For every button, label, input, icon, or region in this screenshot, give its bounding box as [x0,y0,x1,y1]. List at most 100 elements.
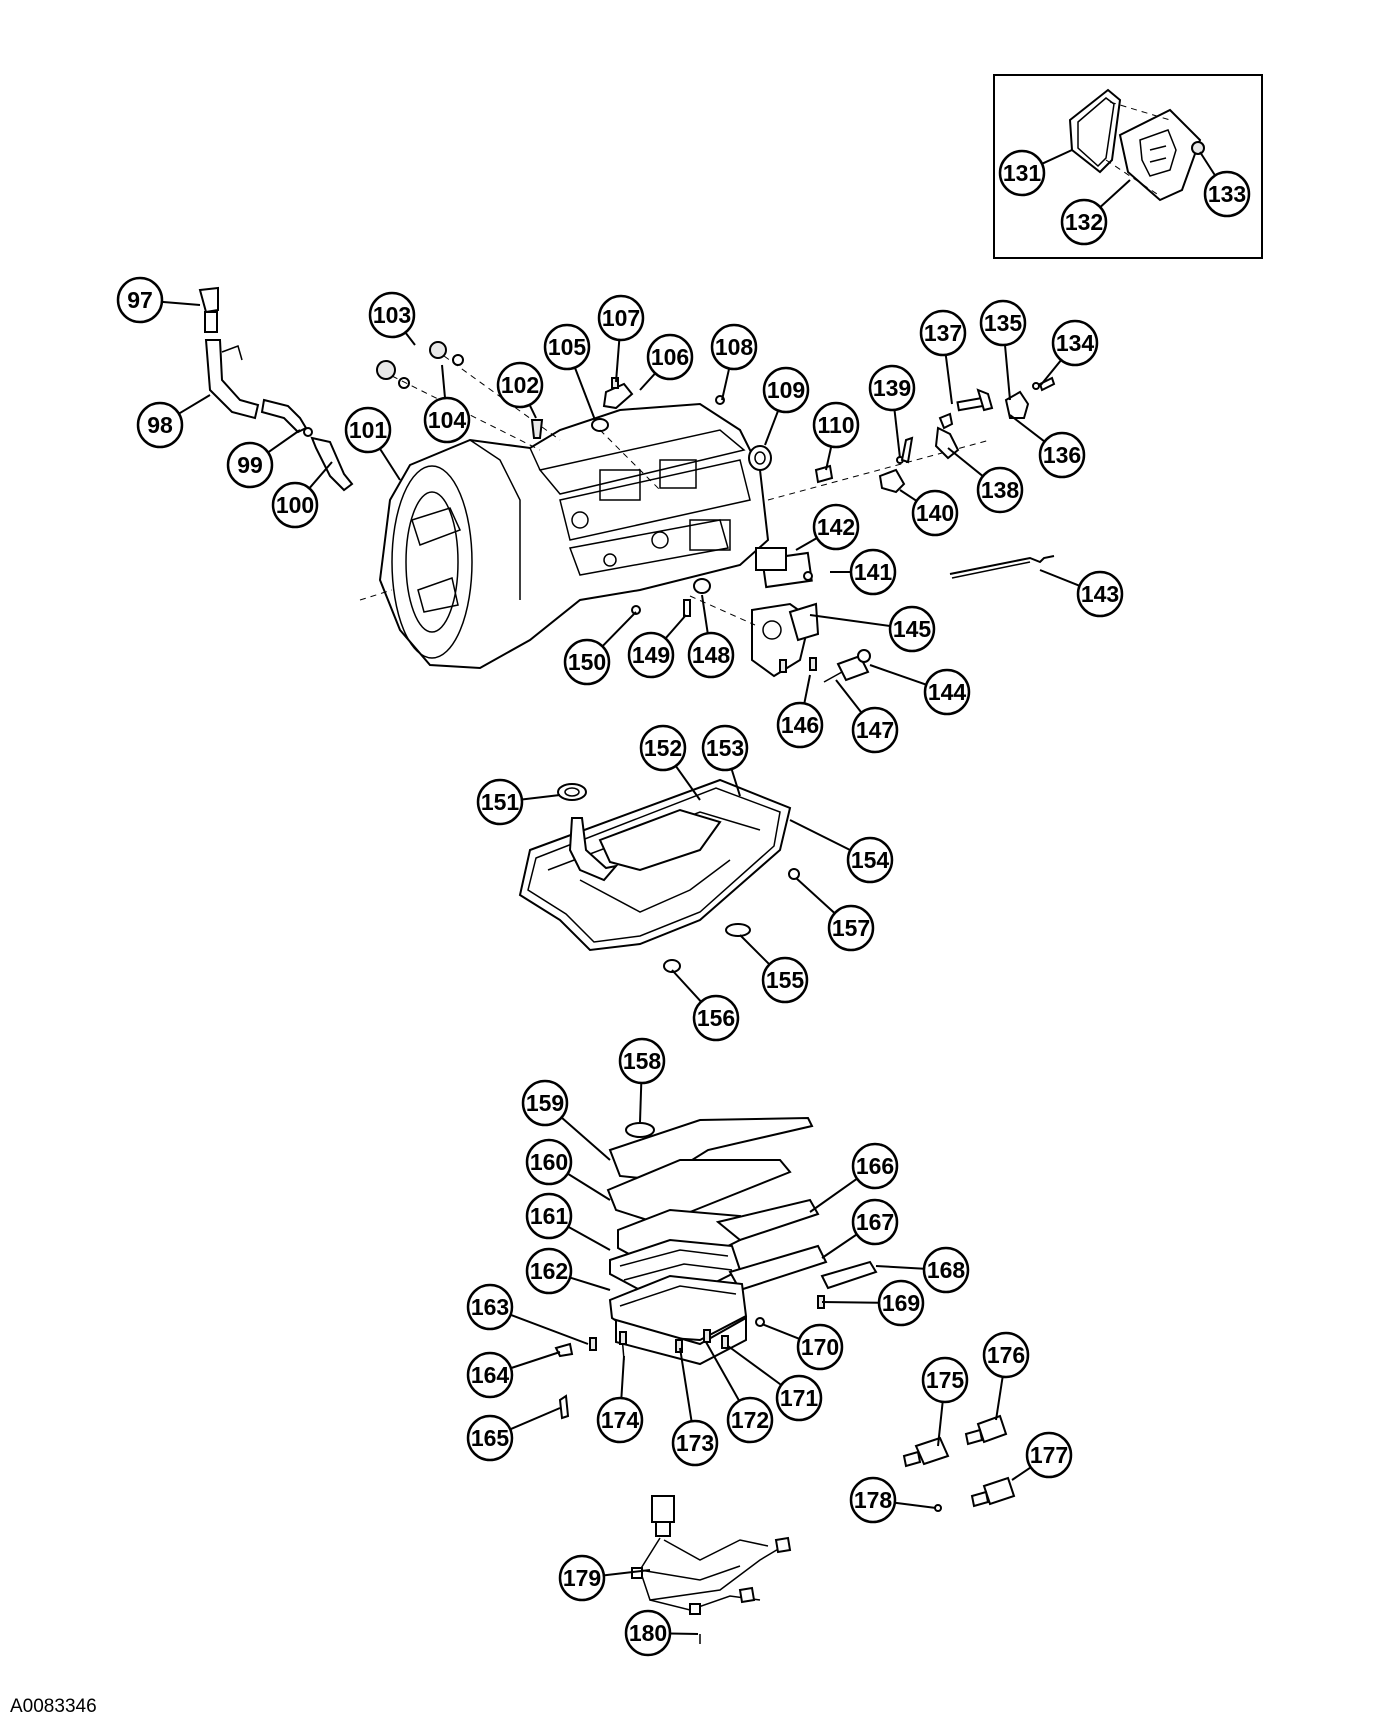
callout-circle [687,631,735,679]
callout-circle [888,605,936,653]
callout-number: 170 [801,1334,839,1360]
callout-number: 145 [893,616,932,642]
callout-leader [1009,414,1046,443]
callout-number: 142 [817,514,855,540]
callout-leader [789,819,851,852]
callout-number: 109 [767,377,805,403]
callout-leader [509,1407,561,1431]
callout-leader [795,537,818,551]
callout-141: 141 [830,548,897,596]
callout-circle [1025,1431,1073,1479]
dipstick-tube-assembly [198,286,354,492]
callout-circle [525,1247,573,1295]
callout-circle [1051,319,1099,367]
callout-132: 132 [1060,179,1131,246]
callout-number: 176 [987,1342,1025,1368]
callout-153: 153 [701,724,749,797]
callout-leader [510,1351,561,1370]
callout-number: 148 [692,642,731,668]
callout-circle [116,276,164,324]
callout-159: 159 [521,1079,611,1161]
callout-number: 103 [373,302,411,328]
callout-number: 107 [602,305,640,331]
callout-155: 155 [739,934,809,1004]
callout-167: 167 [821,1198,899,1259]
callout-circle [466,1414,514,1462]
callout-leader [821,1301,880,1304]
callout-circle [596,1396,644,1444]
callout-circle [597,294,645,342]
callout-number: 167 [856,1209,894,1235]
callout-number: 165 [471,1425,510,1451]
callout-leader [739,934,771,966]
callout-101: 101 [344,406,401,481]
callout-circle [618,1037,666,1085]
callout-number: 131 [1003,160,1042,186]
callout-number: 149 [632,642,670,668]
callout-137: 137 [919,309,967,405]
callout-circle [496,361,544,409]
callout-number: 155 [766,967,805,993]
callout-number: 98 [147,412,173,438]
callout-number: 104 [428,407,467,433]
callout-174: 174 [596,1355,644,1444]
callout-108: 108 [710,323,758,401]
callout-leader [821,1233,858,1259]
callout-circle [851,1142,899,1190]
callout-180: 180 [624,1609,699,1657]
callout-157: 157 [795,877,875,952]
callout-circle [543,323,591,371]
callout-circle [271,481,319,529]
case-bottom-fittings [631,547,787,617]
callout-leader [669,1632,699,1635]
callout-147: 147 [835,679,899,754]
callout-164: 164 [466,1351,561,1399]
callout-leader [761,1323,800,1340]
callout-leader [893,409,901,459]
callout-176: 176 [982,1331,1030,1421]
callout-106: 106 [639,333,694,391]
callout-leader [1011,1466,1032,1481]
callout-number: 102 [501,372,539,398]
figure-code: A0083346 [10,1696,97,1717]
callout-circle [671,1419,719,1467]
wiring-harness [631,1495,792,1644]
callout-131: 131 [998,149,1073,197]
callout-number: 160 [530,1149,568,1175]
callout-number: 157 [832,915,870,941]
callout-leader [178,394,211,415]
callout-leader [995,1376,1004,1421]
callout-circle [868,364,916,412]
callout-number: 132 [1065,209,1103,235]
callout-leader [567,1172,611,1201]
callout-number: 97 [127,287,153,313]
callout-circle [849,1476,897,1524]
callout-leader [664,614,687,640]
manual-lever-assembly [689,376,1056,683]
callout-105: 105 [543,323,596,421]
callout-179: 179 [558,1554,651,1602]
callout-number: 179 [563,1565,601,1591]
callout-circle [851,1198,899,1246]
callout-leader [569,1276,611,1291]
callout-number: 168 [927,1257,966,1283]
callout-140: 140 [899,489,959,537]
callout-circle [775,1374,823,1422]
callout-leader [809,1177,858,1213]
callout-circle [558,1554,606,1602]
callout-circle [639,724,687,772]
callout-leader [947,447,984,477]
callout-110: 110 [812,401,860,471]
callout-circle [919,309,967,357]
callout-number: 180 [629,1620,667,1646]
callout-133: 133 [1199,151,1251,218]
callout-97: 97 [116,276,201,324]
callout-number: 164 [471,1362,510,1388]
callout-139: 139 [868,364,916,459]
callout-number: 144 [928,679,967,705]
callout-number: 143 [1081,581,1119,607]
callout-number: 158 [623,1048,662,1074]
callout-circle [877,1279,925,1327]
callout-leader [835,679,863,714]
